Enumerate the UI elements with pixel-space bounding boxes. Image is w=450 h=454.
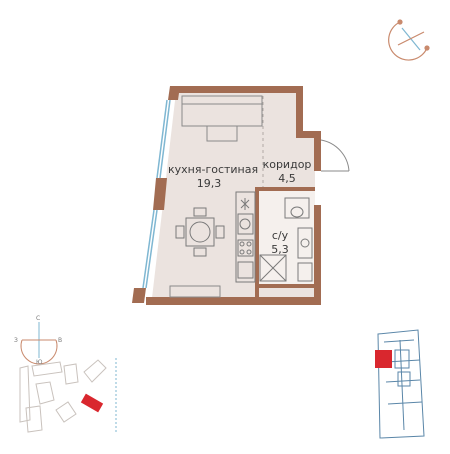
corridor-name: коридор [262,158,312,171]
corridor-label: коридор 4,5 [262,158,312,186]
entry-door-icon [320,139,350,172]
compass-letter-north: С [36,315,40,322]
corridor-area: 4,5 [278,172,296,185]
site-highlight-building [80,393,104,413]
site-plan-map [19,359,107,433]
bathroom-fixtures-icon [259,197,313,282]
compass-letter-south: Ю [36,359,43,366]
window-icon [142,99,171,289]
compass-letter-east: В [58,337,62,344]
bench-icon [169,285,221,298]
keyplan-highlight-unit [375,350,392,368]
exterior-walls [132,86,321,305]
living-room-label: кухня-гостиная 19,3 [168,163,259,191]
bathroom-label: с/у 5,3 [265,229,295,257]
compass-top-icon [388,19,430,61]
bathroom-name: с/у [271,229,289,242]
bathroom-area: 5,3 [271,243,289,256]
dining-table-icon [175,207,225,257]
compass-letter-west: З [14,337,18,344]
interior-walls [255,187,315,299]
floor-keyplan [377,329,425,439]
compass-bottom-icon [20,322,58,365]
kitchen-icon [235,191,256,283]
sofa-icon [181,95,263,142]
living-room-name: кухня-гостиная [168,163,259,176]
living-room-area: 19,3 [196,177,222,190]
